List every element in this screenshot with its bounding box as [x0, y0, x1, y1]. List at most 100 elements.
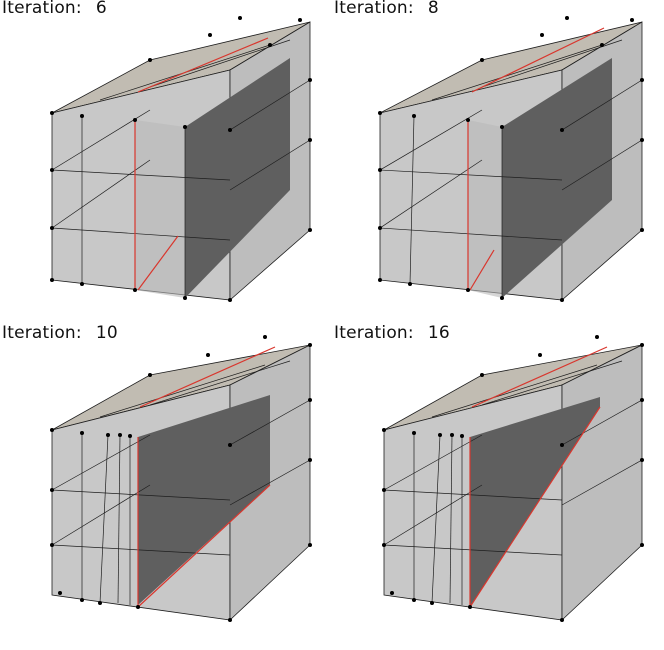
panel-iteration-6: Iteration:6	[0, 0, 332, 325]
vertex	[468, 605, 472, 609]
mesh-edge	[229, 459, 311, 506]
vertex	[412, 431, 416, 435]
vertex	[106, 433, 110, 437]
vertex	[408, 282, 412, 286]
vertex	[500, 296, 504, 300]
vertex	[50, 543, 54, 547]
vertex	[390, 591, 394, 595]
vertex	[382, 428, 386, 432]
panel-iteration-10: Iteration:10	[0, 323, 332, 650]
vertex	[640, 78, 644, 82]
panel-caption: Iteration:6	[2, 0, 107, 18]
panel-iteration-8: Iteration:8	[332, 0, 664, 325]
vertex	[538, 353, 542, 357]
vertex	[208, 33, 212, 37]
mesh-diagram	[378, 16, 644, 302]
vertex	[378, 278, 382, 282]
vertex	[560, 443, 564, 447]
vertex	[183, 296, 187, 300]
red-edge	[137, 37, 269, 93]
mesh-edge	[561, 459, 643, 506]
vertex	[382, 488, 386, 492]
caption-label: Iteration:	[334, 0, 414, 18]
vertex	[263, 335, 267, 339]
mesh-edge	[481, 39, 623, 88]
grid-group	[383, 360, 643, 605]
vertex	[600, 43, 604, 47]
vertex	[412, 598, 416, 602]
cut-face	[138, 395, 270, 605]
vertex	[228, 618, 232, 622]
mesh-edge	[379, 227, 563, 241]
mesh-edge	[431, 364, 598, 418]
vertex	[640, 343, 644, 347]
vertex	[128, 434, 132, 438]
caption-iteration: 10	[95, 323, 118, 343]
mesh-diagram	[50, 16, 312, 302]
mesh-edge	[379, 169, 563, 181]
mesh-edge	[51, 484, 151, 546]
grid-group	[51, 360, 311, 605]
mesh-edge	[149, 39, 291, 88]
vertex	[206, 353, 210, 357]
red-edge	[471, 27, 605, 93]
vertices-group	[382, 335, 644, 622]
mesh-edge	[229, 139, 311, 191]
mesh-edge	[51, 434, 151, 491]
vertex	[308, 543, 312, 547]
caption-label: Iteration:	[2, 0, 82, 18]
vertex	[565, 16, 569, 20]
vertex	[378, 111, 382, 115]
vertex	[80, 431, 84, 435]
panel-iteration-16: Iteration: 16	[332, 323, 664, 650]
mesh-diagram	[382, 335, 644, 622]
mesh-edge	[561, 399, 643, 446]
mesh-edge	[229, 399, 311, 446]
vertex	[80, 114, 84, 118]
mesh-edge	[379, 159, 483, 229]
vertex	[500, 125, 504, 129]
vertices-group	[50, 16, 312, 302]
vertex	[640, 228, 644, 232]
red-group	[137, 346, 276, 608]
mesh-edge	[99, 364, 266, 418]
vertices-group	[50, 335, 312, 622]
vertex	[50, 226, 54, 230]
caption-iteration: 16	[427, 323, 450, 343]
vertex	[298, 18, 302, 22]
red-group	[467, 27, 605, 291]
floor-cut	[135, 120, 185, 298]
vertex	[412, 114, 416, 118]
mesh-edge	[561, 139, 643, 191]
faces-group	[379, 21, 643, 301]
faces-group	[383, 344, 643, 621]
vertex	[450, 433, 454, 437]
mesh-edge	[561, 79, 643, 131]
vertex	[308, 78, 312, 82]
vertex	[560, 298, 564, 302]
vertex	[595, 335, 599, 339]
vertex	[378, 168, 382, 172]
vertex	[630, 18, 634, 22]
vertex	[540, 33, 544, 37]
vertex	[640, 543, 644, 547]
vertex	[118, 433, 122, 437]
mesh-edge	[431, 44, 603, 101]
mesh-edge	[379, 109, 483, 171]
mesh-edge	[409, 115, 415, 285]
vertex	[148, 373, 152, 377]
red-group	[469, 346, 608, 608]
vertex	[378, 226, 382, 230]
vertex	[133, 118, 137, 122]
vertex	[136, 605, 140, 609]
vertex	[50, 168, 54, 172]
vertex	[640, 458, 644, 462]
vertex	[438, 433, 442, 437]
vertex	[50, 278, 54, 282]
mesh-edge	[383, 484, 483, 546]
caption-label: Iteration:	[334, 323, 414, 343]
vertex	[183, 125, 187, 129]
vertex	[148, 58, 152, 62]
vertex	[480, 58, 484, 62]
vertices-group	[378, 16, 644, 302]
